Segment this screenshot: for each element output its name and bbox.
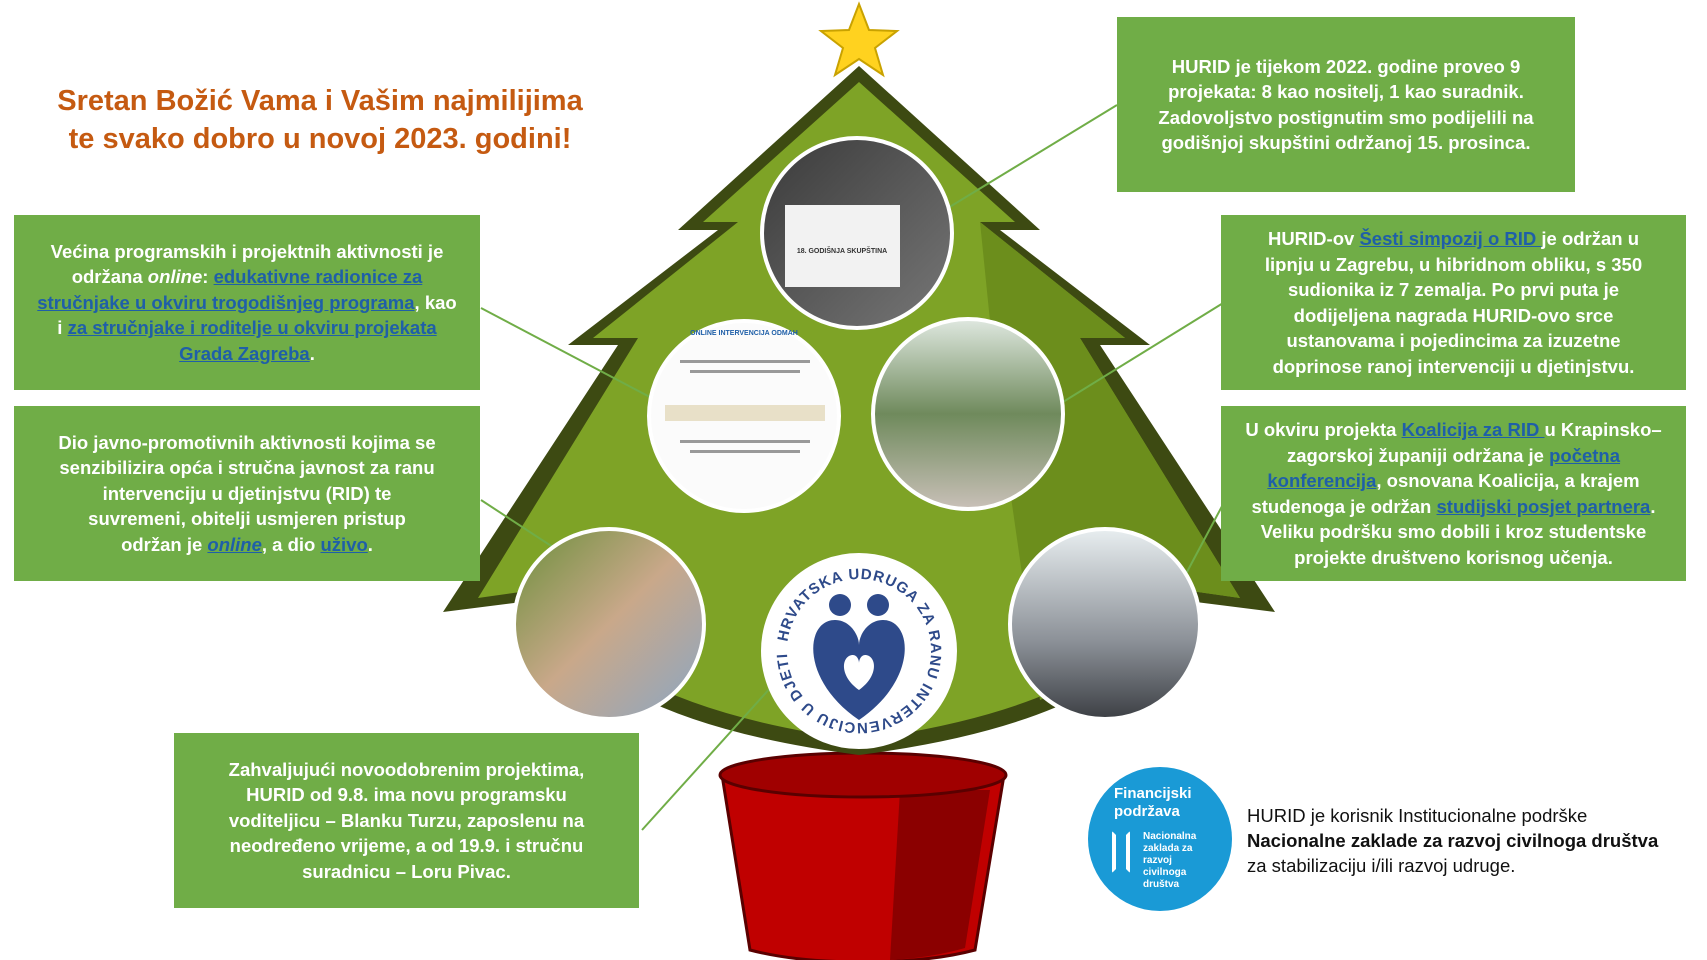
assembly-caption: 18. GODIŠNJA SKUPŠTINA (797, 246, 887, 255)
text-part: . Veliku podršku smo dobili i kroz stude… (1260, 495, 1656, 568)
box-text: Zahvaljujući novoodobrenim projektima, H… (228, 758, 585, 882)
funding-line-1: HURID je korisnik Institucionalne podršk… (1247, 805, 1588, 826)
text-part: : (202, 266, 214, 288)
text-part: , a dio (261, 533, 321, 555)
link-opening-conference[interactable]: početna konferencija (1267, 444, 1621, 492)
greeting-title: Sretan Božić Vama i Vašim najmilijima te… (40, 82, 600, 158)
box-text: HURID-ov Šesti simpozij o RID je održan … (1251, 226, 1656, 379)
link-study-visit[interactable]: studijski posjet partnera (1436, 495, 1651, 517)
photo-online-workshop[interactable]: ONLINE INTERVENCIJA ODMAH (647, 319, 841, 513)
text-part: HURID-ov (1267, 228, 1360, 249)
bracket-icon (1112, 831, 1130, 873)
text-part: Dio javno-promotivnih aktivnosti kojima … (58, 431, 436, 555)
photo-symposium-award[interactable] (871, 317, 1065, 511)
workshop-caption: ONLINE INTERVENCIJA ODMAH (690, 330, 798, 337)
photo-promo-stand[interactable] (512, 527, 706, 721)
link-online[interactable]: online (207, 533, 262, 555)
flower-pot (718, 751, 1008, 960)
info-box-promo-activities: Dio javno-promotivnih aktivnosti kojima … (14, 406, 480, 581)
link-coalition[interactable]: Koalicija za RID (1401, 419, 1545, 440)
funding-statement: HURID je korisnik Institucionalne podršk… (1247, 803, 1658, 878)
funding-line-2: Nacionalne zaklade za razvoj civilnoga d… (1247, 830, 1659, 851)
star-icon (818, 1, 900, 78)
text-part: U okviru projekta (1245, 419, 1402, 440)
greeting-line-1: Sretan Božić Vama i Vašim najmilijima (57, 85, 583, 117)
text-part: online (147, 266, 203, 288)
text-part: Većina programskih i projektnih aktivnos… (50, 240, 444, 288)
text-part: u Krapinsko–zagorskoj županiji održana j… (1286, 419, 1662, 466)
box-text: HURID je tijekom 2022. godine proveo 9 p… (1158, 55, 1534, 154)
link-live[interactable]: uživo (320, 533, 368, 555)
nzrcd-funding-logo: Financijski podržava Nacionalna zaklada … (1088, 767, 1232, 911)
info-box-symposium: HURID-ov Šesti simpozij o RID je održan … (1221, 215, 1686, 390)
box-text: Većina programskih i projektnih aktivnos… (34, 239, 460, 367)
logo-org: Nacionalna zaklada za razvoj civilnoga d… (1143, 831, 1197, 890)
info-box-online-activities: Većina programskih i projektnih aktivnos… (14, 215, 480, 390)
link-symposium[interactable]: Šesti simpozij o RID (1359, 228, 1542, 249)
photo-annual-assembly[interactable]: 18. GODIŠNJA SKUPŠTINA (760, 136, 954, 330)
greeting-line-2: te svako dobro u novoj 2023. godini! (68, 123, 572, 155)
text-part: . (309, 342, 315, 364)
text-part: , osnovana Koalicija, a krajem studenoga… (1251, 470, 1640, 517)
link-educational-workshops[interactable]: edukativne radionice za stručnjake u okv… (37, 266, 423, 313)
photo-conference[interactable] (1008, 527, 1202, 721)
text-part: je održan u lipnju u Zagrebu, u hibridno… (1264, 228, 1643, 377)
link-zagreb-projects[interactable]: za stručnjake i roditelje u okviru proje… (67, 317, 437, 364)
logo-title: Financijski podržava (1114, 785, 1192, 820)
box-text: Dio javno-promotivnih aktivnosti kojima … (58, 430, 436, 558)
info-box-projects: HURID je tijekom 2022. godine proveo 9 p… (1117, 17, 1575, 192)
text-part: , kao i (57, 291, 457, 339)
info-box-coalition: U okviru projekta Koalicija za RID u Kra… (1221, 406, 1686, 581)
funding-line-3: za stabilizaciju i/ili razvoj udruge. (1247, 855, 1516, 876)
info-box-new-staff: Zahvaljujući novoodobrenim projektima, H… (174, 733, 639, 908)
box-text: U okviru projekta Koalicija za RID u Kra… (1241, 417, 1666, 570)
text-part: . (367, 533, 373, 555)
